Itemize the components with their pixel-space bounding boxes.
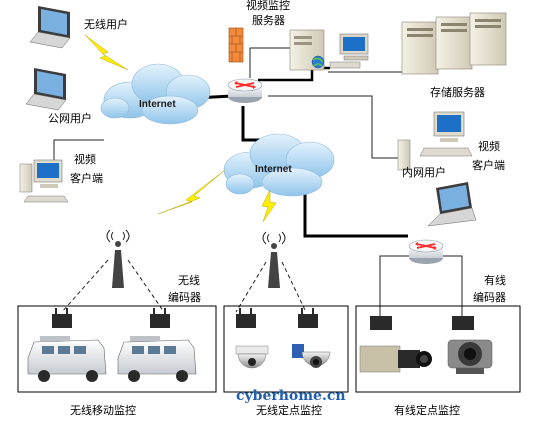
group-label-wireless-fixed: 无线定点监控 <box>256 403 322 417</box>
video-client-left-label-2: 客户端 <box>70 171 103 185</box>
cloud-label-lower: Internet <box>255 164 292 175</box>
group-box-wired-fixed <box>355 305 521 393</box>
link-antenna2-enc4 <box>281 261 307 313</box>
storage-servers <box>401 12 507 75</box>
encoder-icon <box>370 316 392 330</box>
desktop-pc-icon <box>397 111 473 171</box>
server-icon <box>435 16 473 70</box>
encoder-icon <box>452 316 474 330</box>
wireless-user-label: 无线用户 <box>84 17 128 31</box>
wired-encoder-label-2: 编码器 <box>473 290 506 304</box>
watermark: cyberhome.cn <box>236 388 346 404</box>
antenna-icon <box>262 231 286 288</box>
link-router-server <box>249 47 290 78</box>
group-label-wired-fixed: 有线定点监控 <box>394 403 460 417</box>
router-icon <box>234 81 256 89</box>
desktop-pc-icon <box>19 159 69 203</box>
link-router-intranet <box>268 95 400 159</box>
laptop-icon <box>29 6 71 49</box>
video-client-right-label-2: 客户端 <box>472 158 505 172</box>
internet-cloud-upper: Internet <box>100 63 211 125</box>
dome-camera-icon <box>292 344 331 368</box>
box-camera-icon <box>359 345 432 373</box>
wireless-encoder-label-1: 无线 <box>178 273 200 287</box>
encoder-icon <box>52 308 72 328</box>
lightning-icon <box>84 34 129 71</box>
lightning-icon <box>261 189 277 223</box>
group-box-wireless-fixed <box>223 305 349 393</box>
encoder-icon <box>236 308 256 328</box>
link-router2-wired-left <box>379 255 416 318</box>
monitor-server-label-1: 视频监控 <box>246 0 290 12</box>
link-antenna2-enc3 <box>235 261 267 313</box>
links <box>53 47 463 318</box>
server-icon <box>401 21 439 75</box>
dome-camera-icon <box>235 345 269 369</box>
public-user-label: 公网用户 <box>48 111 92 125</box>
wired-encoder-label-1: 有线 <box>484 273 506 287</box>
van-icon <box>27 336 107 382</box>
group-box-mobile <box>17 305 217 393</box>
wireless-encoder-label-2: 编码器 <box>168 290 201 304</box>
link-router2-wired-right <box>438 255 463 318</box>
encoder-icon <box>150 308 170 328</box>
internet-cloud-lower: Internet <box>223 133 335 197</box>
router-secondary <box>408 239 444 264</box>
router-main <box>227 78 263 103</box>
group-label-mobile: 无线移动监控 <box>70 403 136 417</box>
lightning-icon <box>157 169 226 215</box>
link-antenna1-enc1 <box>61 259 109 313</box>
box-camera-icon <box>447 339 493 374</box>
link-router-cloud2 <box>241 106 265 142</box>
van-icon <box>117 336 197 382</box>
encoder-icon <box>298 308 318 328</box>
video-client-right-label-1: 视频 <box>478 139 500 153</box>
server-icon <box>469 12 507 66</box>
monitor-server <box>289 29 369 71</box>
laptop-icon <box>427 182 477 227</box>
antenna-icon <box>106 229 130 288</box>
intranet-user-label: 内网用户 <box>402 165 446 179</box>
router-icon <box>415 242 437 250</box>
video-client-left-label-1: 视频 <box>74 152 96 166</box>
monitor-server-label-2: 服务器 <box>252 14 285 27</box>
link-cloud2-router2 <box>303 180 408 238</box>
cloud-label-upper: Internet <box>139 99 176 110</box>
firewall-icon <box>228 27 244 63</box>
link-antenna1-enc2 <box>127 259 165 313</box>
laptop-icon <box>25 68 67 111</box>
storage-server-label: 存储服务器 <box>430 85 485 99</box>
lightning-bolts <box>84 34 277 223</box>
